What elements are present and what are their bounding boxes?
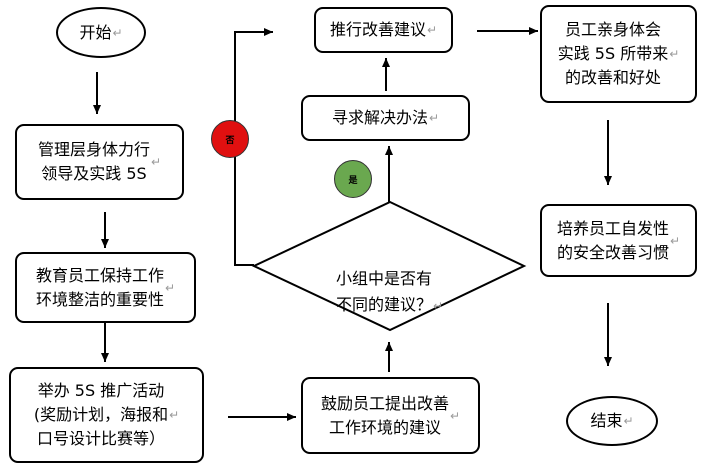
activities-node: 举办 5S 推广活动 (奖励计划，海报和 口号设计比赛等）↵ — [9, 367, 204, 463]
find-solution-label: 寻求解决办法 — [331, 108, 428, 127]
find-solution-node: 寻求解决办法↵ — [301, 95, 470, 141]
decision-label: 小组中是否有 不同的建议？ — [336, 269, 433, 314]
habit-node: 培养员工自发性 的安全改善习惯↵ — [540, 204, 697, 277]
yes-branch-badge: 是 — [334, 160, 372, 198]
implement-label: 推行改善建议 — [329, 20, 426, 39]
end-label: 结束 — [590, 411, 623, 430]
encourage-node: 鼓励员工提出改善 工作环境的建议↵ — [301, 377, 480, 454]
implement-node: 推行改善建议↵ — [314, 7, 453, 53]
habit-label: 培养员工自发性 的安全改善习惯 — [556, 218, 669, 262]
leadership-label: 管理层身体力行 领导及实践 5S — [37, 140, 150, 183]
start-node: 开始↵ — [56, 7, 146, 58]
activities-label: 举办 5S 推广活动 (奖励计划，海报和 口号设计比赛等） — [33, 381, 169, 448]
educate-node: 教育员工保持工作 环境整洁的重要性↵ — [15, 252, 196, 323]
experience-label: 员工亲身体会 实践 5S 所带来 的改善和好处 — [557, 20, 669, 87]
start-label: 开始 — [79, 22, 112, 42]
no-branch-label: 否 — [225, 135, 235, 146]
educate-label: 教育员工保持工作 环境整洁的重要性 — [35, 265, 164, 309]
experience-node: 员工亲身体会 实践 5S 所带来 的改善和好处↵ — [540, 5, 697, 103]
no-branch-badge: 否 — [211, 120, 249, 158]
yes-branch-label: 是 — [348, 175, 358, 186]
leadership-node: 管理层身体力行 领导及实践 5S↵ — [15, 124, 184, 200]
end-node: 结束↵ — [566, 396, 658, 446]
decision-label-wrap: 小组中是否有 不同的建议？↵ — [336, 269, 444, 314]
encourage-label: 鼓励员工提出改善 工作环境的建议 — [320, 393, 449, 437]
decision-diamond — [251, 200, 527, 332]
